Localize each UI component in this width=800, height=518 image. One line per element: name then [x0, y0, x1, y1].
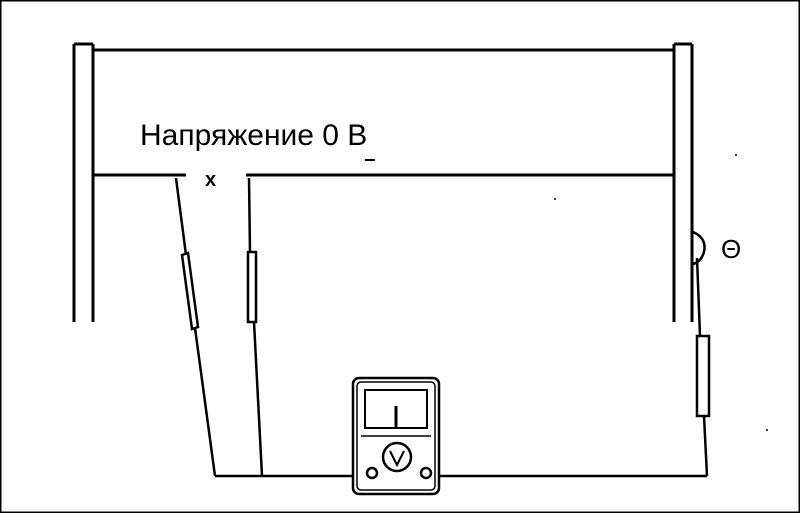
left-panel-edge [72, 42, 95, 322]
test-lead-right [692, 230, 711, 477]
test-lead-left-b [246, 177, 264, 477]
speck [735, 154, 737, 156]
meter-terminal-right [419, 466, 433, 480]
test-lead-left-a [174, 177, 217, 477]
right-panel-edge [672, 42, 694, 322]
speck [766, 429, 768, 431]
meter-dial-icon [381, 441, 413, 473]
polarity-label: Θ [721, 234, 741, 264]
voltage-label: Напряжение 0 В [140, 119, 367, 152]
meter-terminal-left [365, 466, 379, 480]
voltmeter-icon [351, 376, 441, 496]
break-mark: x [205, 169, 216, 191]
speck [554, 198, 556, 200]
